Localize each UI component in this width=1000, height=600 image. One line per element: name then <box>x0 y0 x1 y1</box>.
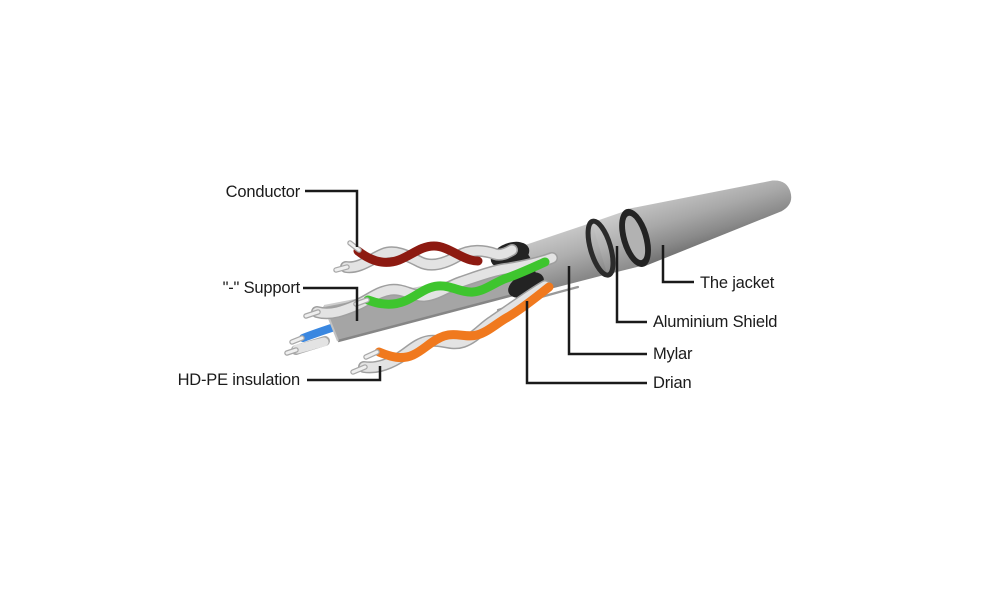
blue-pair-white-wire <box>292 337 329 354</box>
leader-drain <box>525 301 647 385</box>
orange-wire <box>374 282 554 363</box>
wire-pair-orange <box>350 280 554 375</box>
jacket-layer <box>626 180 792 267</box>
wire-pair-blue <box>284 319 351 356</box>
brown-pair-white-wire <box>341 245 517 272</box>
leader-support <box>303 286 359 321</box>
jacket-ring-inner-face <box>624 215 646 261</box>
label-drain: Drian <box>653 374 692 392</box>
shield-edge-ring <box>585 218 616 278</box>
label-aluminium-shield: Aluminium Shield <box>653 313 778 331</box>
label-mylar: Mylar <box>653 345 693 363</box>
leader-shield <box>615 246 647 324</box>
label-hdpe-insulation: HD-PE insulation <box>177 371 301 389</box>
label-jacket: The jacket <box>700 274 775 292</box>
brown-wire <box>353 241 483 267</box>
label-conductor: Conductor <box>225 183 301 201</box>
leader-hdpe <box>307 366 382 382</box>
leader-conductor <box>305 189 359 247</box>
wire-pair-brown <box>333 240 518 274</box>
green-wire <box>363 257 550 309</box>
leader-mylar <box>567 266 647 356</box>
leader-lines <box>303 189 694 385</box>
label-support: "-" Support <box>222 279 301 297</box>
leader-jacket <box>661 245 694 284</box>
